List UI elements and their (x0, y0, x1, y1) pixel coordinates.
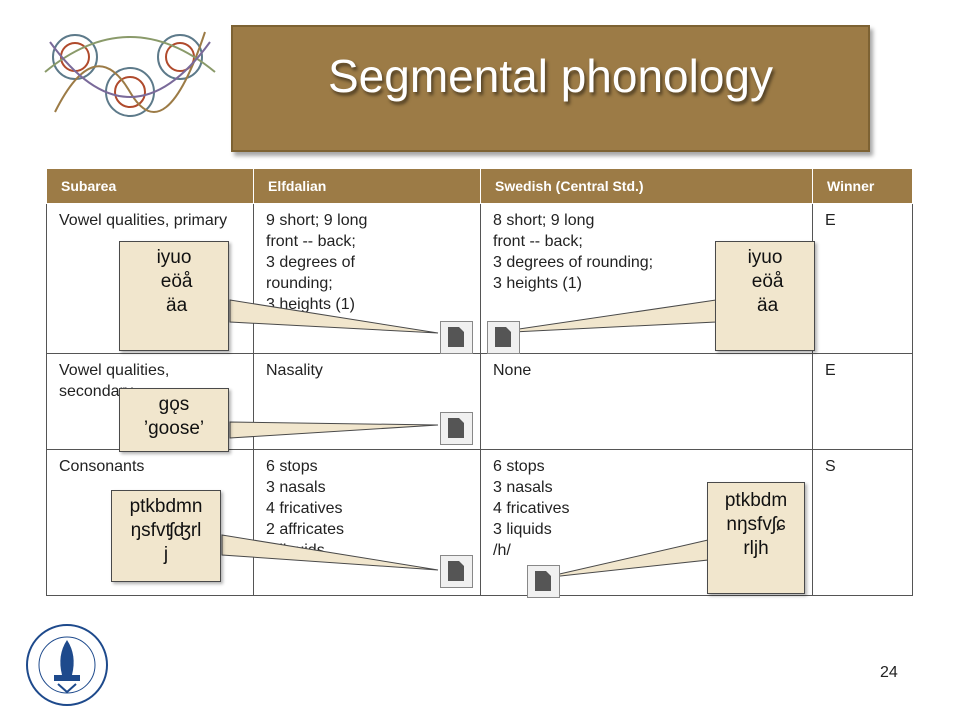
cell-winner: S (812, 449, 913, 596)
table-header-row: Subarea Elfdalian Swedish (Central Std.)… (46, 168, 913, 204)
callout-swedish-consonants: ptkbdm nŋsfvʃɕ rljh (707, 482, 805, 594)
document-icon[interactable] (487, 321, 520, 354)
callout-elfdalian-vowels: iyuo eöå äa (119, 241, 229, 351)
document-icon[interactable] (440, 555, 473, 588)
callout-pointer (221, 534, 439, 571)
stockholm-university-seal (26, 624, 108, 706)
callout-swedish-vowels: iyuo eöå äa (715, 241, 815, 351)
callout-pointer (491, 299, 717, 334)
col-header-elfdalian: Elfdalian (253, 168, 481, 204)
page-title: Segmental phonology (328, 50, 773, 102)
document-icon[interactable] (440, 412, 473, 445)
document-icon[interactable] (440, 321, 473, 354)
col-header-subarea: Subarea (46, 168, 254, 204)
title-banner: Segmental phonology (231, 25, 870, 152)
col-header-winner: Winner (812, 168, 913, 204)
knot-ornament-logo (44, 31, 216, 117)
cell-winner: E (812, 203, 913, 354)
cell-winner: E (812, 353, 913, 450)
callout-pointer (229, 421, 439, 439)
callout-pointer (229, 299, 439, 334)
callout-pointer (541, 539, 709, 579)
callout-nasal-example: gǫs ’goose’ (119, 388, 229, 452)
col-header-swedish: Swedish (Central Std.) (480, 168, 813, 204)
document-icon[interactable] (527, 565, 560, 598)
callout-elfdalian-consonants: ptkbdmn ŋsfvʧʤrl j (111, 490, 221, 582)
page-number: 24 (880, 664, 898, 681)
cell-swedish: None (480, 353, 813, 450)
